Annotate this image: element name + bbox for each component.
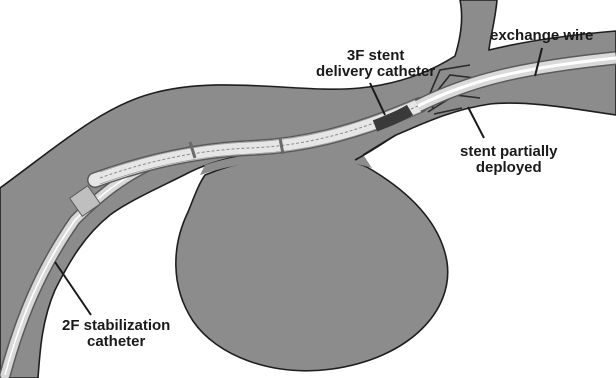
label-stabilization-line2: catheter (62, 334, 170, 350)
label-stent-delivery-catheter: 3F stent delivery catheter (316, 48, 435, 80)
label-exchange-wire-text: exchange wire (490, 28, 593, 44)
label-stabilization-catheter: 2F stabilization catheter (62, 318, 170, 350)
label-stent-partial-line1: stent partially (460, 144, 558, 160)
label-stent-partial-line2: deployed (460, 160, 558, 176)
label-stabilization-line1: 2F stabilization (62, 318, 170, 334)
label-stent-partially-deployed: stent partially deployed (460, 144, 558, 176)
label-stent-delivery-line1: 3F stent (316, 48, 435, 64)
aneurysm-sac (176, 157, 448, 371)
label-stent-delivery-line2: delivery catheter (316, 64, 435, 80)
label-exchange-wire: exchange wire (490, 28, 593, 44)
leader-stabilization (55, 262, 91, 315)
leader-stent-partial (468, 107, 484, 138)
